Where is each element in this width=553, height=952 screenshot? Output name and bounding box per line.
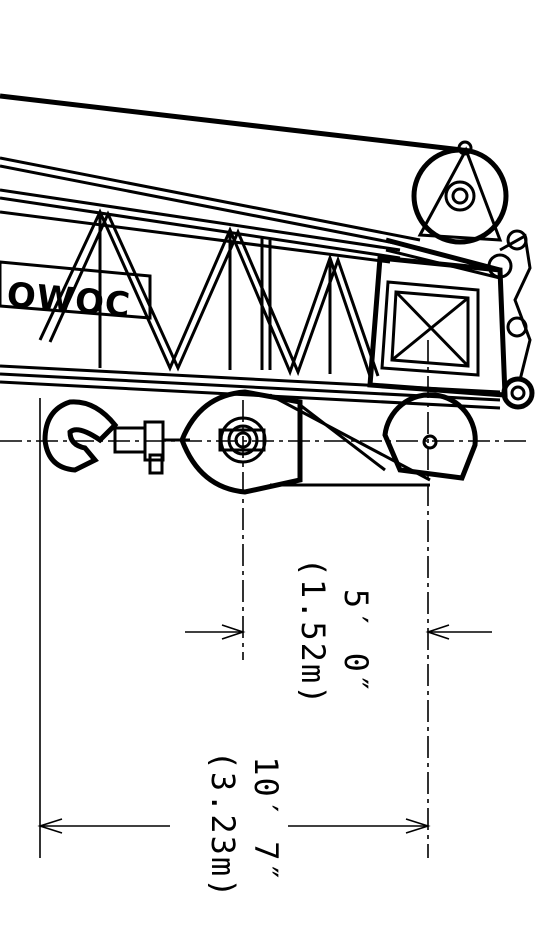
dimension-metric-label: (3.23m)	[204, 751, 242, 900]
tip-sheave	[382, 392, 478, 481]
load-block	[179, 389, 431, 495]
boom-lattice	[38, 208, 380, 377]
dimension-imperial-label: 10′ 7″	[247, 756, 285, 884]
dimension-hook-to-tip: 10′ 7″ (3.23m)	[37, 751, 431, 900]
pendant-line	[0, 93, 463, 153]
dimension-metric-label: (1.52m)	[294, 558, 332, 707]
head-sheave	[411, 140, 509, 245]
boom-head	[367, 237, 508, 398]
extension-lines	[39, 340, 429, 858]
boom-top-chord	[0, 156, 421, 264]
dimension-imperial-label: 5′ 0″	[337, 589, 375, 695]
boom-logo-text: OWOC	[5, 275, 132, 326]
hook	[42, 399, 190, 475]
dimension-block-to-tip: 5′ 0″ (1.52m)	[185, 558, 492, 707]
head-side-brackets	[487, 229, 535, 410]
